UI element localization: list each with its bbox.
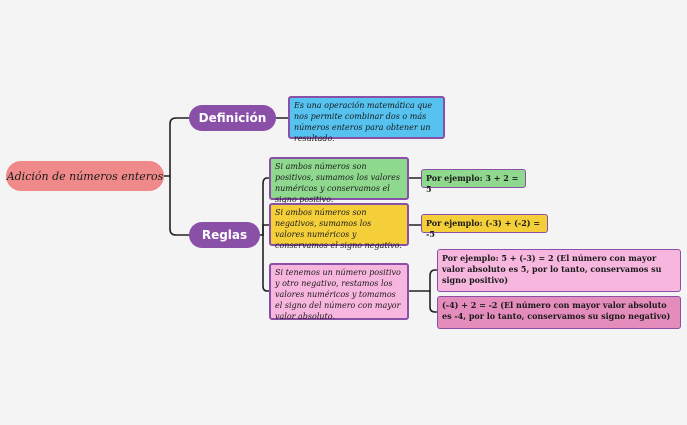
reglas-node[interactable]: Reglas bbox=[189, 222, 260, 248]
definicion-text-box[interactable]: Es una operación matemática que nos perm… bbox=[288, 96, 445, 143]
example-mixed-box-2[interactable]: (-4) + 2 = -2 (El número con mayor valor… bbox=[437, 296, 681, 329]
root-node[interactable]: Adición de números enteros bbox=[6, 161, 164, 191]
connector-reglas-positive bbox=[262, 177, 270, 236]
example-negative-box[interactable]: Por ejemplo: (-3) + (-2) = -5 bbox=[421, 214, 548, 239]
example-mixed-box-1[interactable]: Por ejemplo: 5 + (-3) = 2 (El número con… bbox=[437, 249, 681, 292]
connector-root-definicion bbox=[169, 117, 190, 177]
example-positive-box[interactable]: Por ejemplo: 3 + 2 = 5 bbox=[421, 169, 526, 194]
connector-root-reglas bbox=[169, 175, 190, 236]
connector-reglas-mixed bbox=[262, 234, 270, 292]
rule-positive-box[interactable]: Si ambos números son positivos, sumamos … bbox=[269, 157, 409, 204]
connector-mixed-example-1 bbox=[429, 269, 438, 292]
rule-negative-box[interactable]: Si ambos números son negativos, sumamos … bbox=[269, 203, 409, 250]
connector-mixed-example-2 bbox=[429, 290, 438, 313]
definicion-node[interactable]: Definición bbox=[189, 105, 276, 131]
connector-reglas-negative bbox=[262, 224, 270, 236]
rule-mixed-box[interactable]: Si tenemos un número positivo y otro neg… bbox=[269, 263, 409, 321]
